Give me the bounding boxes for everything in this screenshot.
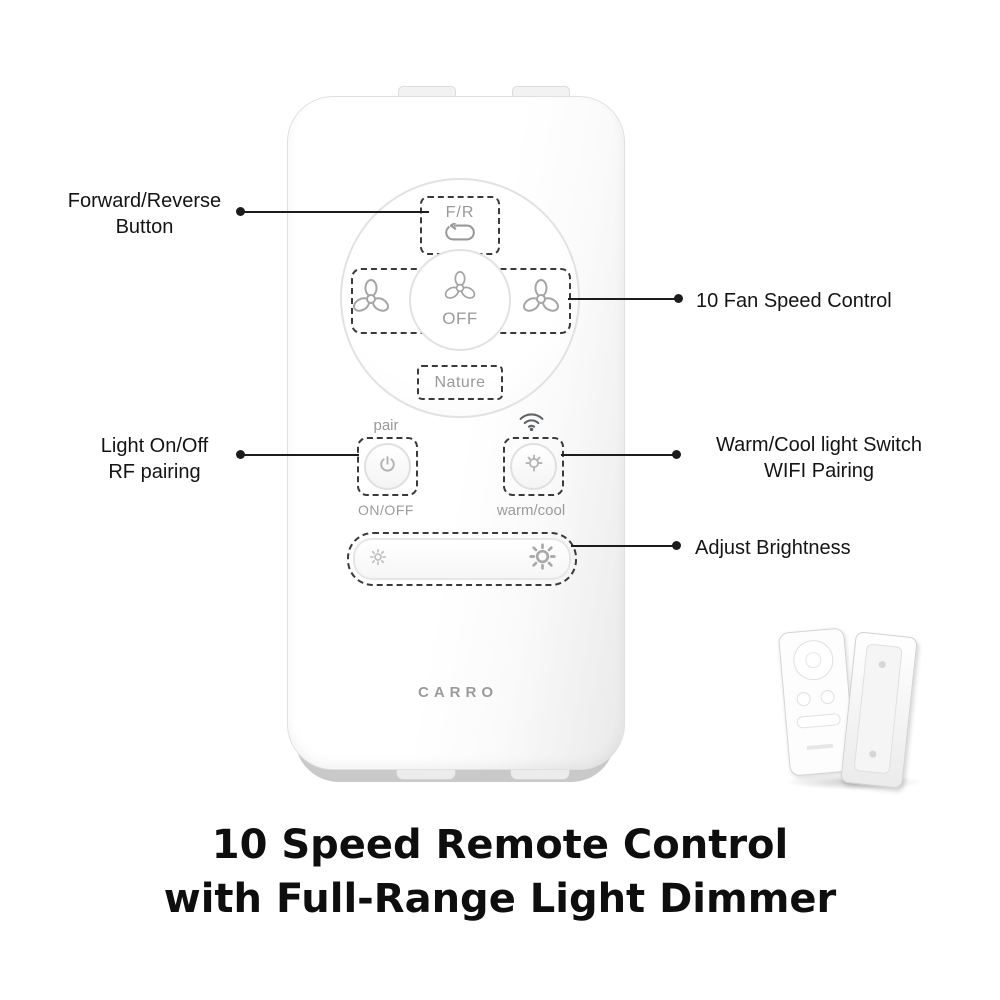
pair-caption: pair xyxy=(373,417,399,434)
brightness-bar xyxy=(353,538,571,580)
callout-warm-wifi-label: Warm/Cool light Switch WIFI Pairing xyxy=(716,434,922,483)
onoff-label: ON/OFF xyxy=(358,502,414,518)
loop-arrow-icon xyxy=(443,221,477,247)
callout-warm-wifi-line xyxy=(561,454,676,456)
light-icon xyxy=(523,453,545,480)
warmcool-dashed-outline xyxy=(503,437,564,496)
callout-light-rf-label: Light On/Off RF pairing xyxy=(100,435,209,484)
pair-dashed-outline xyxy=(357,437,418,496)
fan-icon-center xyxy=(443,271,477,310)
wifi-icon xyxy=(518,411,545,437)
sun-bright-icon xyxy=(528,542,557,576)
forward-reverse-button: F/R xyxy=(420,196,500,255)
brand-label: CARRO xyxy=(418,684,498,701)
inset-remote-button xyxy=(796,691,812,707)
power-button xyxy=(364,443,411,490)
callout-forward-reverse-label: Forward/Reverse Button xyxy=(67,190,222,239)
sun-dim-icon xyxy=(369,548,387,571)
fan-icon-right xyxy=(521,279,561,324)
callout-warm-wifi-dot xyxy=(672,450,681,459)
fan-icon-left xyxy=(351,279,391,324)
callout-brightness-line xyxy=(571,545,676,547)
inset-remote-slider xyxy=(796,713,842,729)
inset-remote-brand-mark xyxy=(806,743,834,751)
fan-off-button: OFF xyxy=(409,249,511,351)
inset-remote-dial xyxy=(791,638,836,682)
brightness-dashed-outline xyxy=(347,532,577,586)
power-icon xyxy=(377,454,398,480)
callout-fan-speed-line xyxy=(568,298,676,300)
inset-thumbnail xyxy=(777,618,938,803)
callout-light-rf-dot xyxy=(236,450,245,459)
inset-mount-thumbnail xyxy=(840,631,918,789)
callout-forward-reverse-dot xyxy=(236,207,245,216)
warmcool-label: warm/cool xyxy=(496,502,566,519)
fr-label: F/R xyxy=(445,204,475,221)
callout-brightness-dot xyxy=(672,541,681,550)
callout-fan-speed-label: 10 Fan Speed Control xyxy=(696,290,892,312)
warmcool-button xyxy=(510,443,557,490)
callout-light-rf-line xyxy=(241,454,359,456)
page-title: 10 Speed Remote Control with Full-Range … xyxy=(163,822,837,922)
inset-remote-button xyxy=(820,689,836,705)
callout-fan-speed-dot xyxy=(674,294,683,303)
off-label: OFF xyxy=(442,309,478,328)
nature-button: Nature xyxy=(417,365,503,400)
nature-label: Nature xyxy=(434,373,486,391)
callout-forward-reverse-line xyxy=(241,211,429,213)
callout-brightness-label: Adjust Brightness xyxy=(695,537,851,559)
